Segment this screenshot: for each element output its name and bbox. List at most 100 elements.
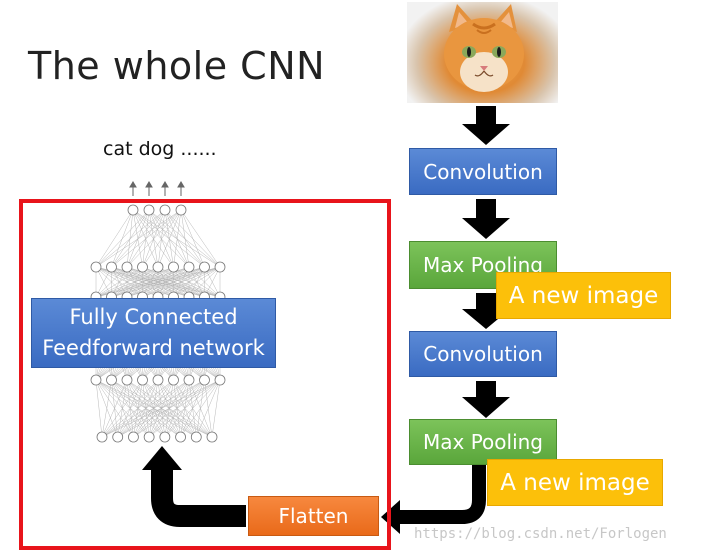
network-edge [148, 209, 159, 268]
network-edge [164, 209, 221, 268]
network-edge [95, 266, 128, 298]
network-edge [126, 209, 182, 268]
network-node [137, 374, 148, 386]
network-edge [95, 266, 143, 298]
network-edge [95, 209, 134, 268]
new-image-label-2: A new image [487, 459, 663, 506]
network-frame [19, 199, 391, 550]
network-node [90, 374, 102, 386]
network-node [183, 374, 195, 386]
network-edge [180, 209, 190, 268]
network-node [175, 431, 186, 443]
network-edge [196, 379, 221, 438]
network-edge [211, 379, 221, 438]
input-cat-image [407, 2, 558, 103]
network-edge [111, 266, 221, 298]
network-edge [204, 266, 221, 298]
network-node [106, 261, 117, 273]
network-node [214, 374, 226, 386]
network-node [127, 204, 139, 216]
slide-title: The whole CNN [28, 44, 326, 88]
arrow-down-4 [462, 381, 510, 418]
pipeline-arrows [462, 106, 510, 418]
network-edge [173, 266, 221, 298]
network-node [206, 431, 218, 443]
network-edge [148, 209, 205, 268]
network-edge [142, 266, 221, 298]
network-edge [101, 379, 128, 438]
network-edge [148, 209, 190, 268]
network-node [175, 204, 187, 216]
network-edge [180, 379, 221, 438]
network-node [96, 431, 108, 443]
max-pooling-box-2: Max Pooling [409, 419, 557, 465]
network-edge [95, 266, 159, 298]
network-node [159, 431, 171, 443]
network-edge [148, 209, 174, 268]
max-pooling-box-1: Max Pooling [409, 241, 557, 289]
watermark: https://blog.csdn.net/Forlogen [414, 526, 667, 542]
fc-label-line1: Fully Connected [69, 305, 238, 329]
network-edge [164, 209, 174, 268]
network-node [183, 261, 195, 273]
network-edge [101, 379, 143, 438]
network-node [168, 261, 179, 273]
network-node [199, 261, 210, 273]
convolution-box-1: Convolution [409, 148, 557, 195]
network-edge [117, 379, 221, 438]
arrow-down-3 [462, 293, 510, 329]
network-edge [164, 209, 190, 268]
network-node [143, 431, 155, 443]
network-edge [142, 209, 182, 268]
cat-photo-icon [444, 4, 524, 92]
network-node [112, 431, 124, 443]
network-edge [111, 209, 182, 268]
network-node [128, 431, 139, 443]
network-edge [164, 379, 221, 438]
network-edge [149, 379, 221, 438]
network-edge [157, 266, 221, 298]
network-edge [133, 379, 221, 438]
network-edge [101, 379, 174, 438]
network-edge [95, 209, 182, 268]
network-edge [164, 209, 205, 268]
output-arrows [129, 181, 185, 196]
network-node [152, 261, 164, 273]
network-node [168, 374, 179, 386]
network-edge [132, 209, 143, 268]
convolution-box-2: Convolution [409, 331, 557, 377]
network-node [106, 374, 117, 386]
network-node [121, 261, 133, 273]
network-edge [101, 379, 190, 438]
network-node [214, 261, 226, 273]
fc-label-line2: Feedforward network [42, 336, 265, 360]
network-edge [101, 379, 159, 438]
arrow-down-1 [462, 106, 510, 145]
arrow-to-network [151, 470, 246, 527]
network-edge [95, 266, 221, 298]
fully-connected-box: Fully Connected Feedforward network [31, 298, 276, 368]
network-node [190, 431, 202, 443]
arrow-to-network-head [142, 446, 182, 470]
network-node [90, 261, 102, 273]
network-edge [132, 209, 159, 268]
network-edge [95, 266, 205, 298]
network-edge [95, 209, 150, 268]
network-node [152, 374, 164, 386]
network-node [121, 374, 133, 386]
network-node [199, 374, 210, 386]
arrow-to-flatten [398, 462, 486, 524]
network-edge [132, 209, 190, 268]
network-edge [95, 266, 112, 298]
network-edge [157, 209, 182, 268]
network-node [143, 204, 155, 216]
network-edge [95, 379, 103, 438]
network-edge [101, 379, 221, 438]
network-edge [101, 379, 112, 438]
network-edge [101, 379, 205, 438]
new-image-label-1: A new image [496, 272, 671, 319]
network-edge [188, 266, 221, 298]
arrow-down-2 [462, 199, 510, 239]
network-edge [95, 266, 174, 298]
network-edge [132, 209, 174, 268]
